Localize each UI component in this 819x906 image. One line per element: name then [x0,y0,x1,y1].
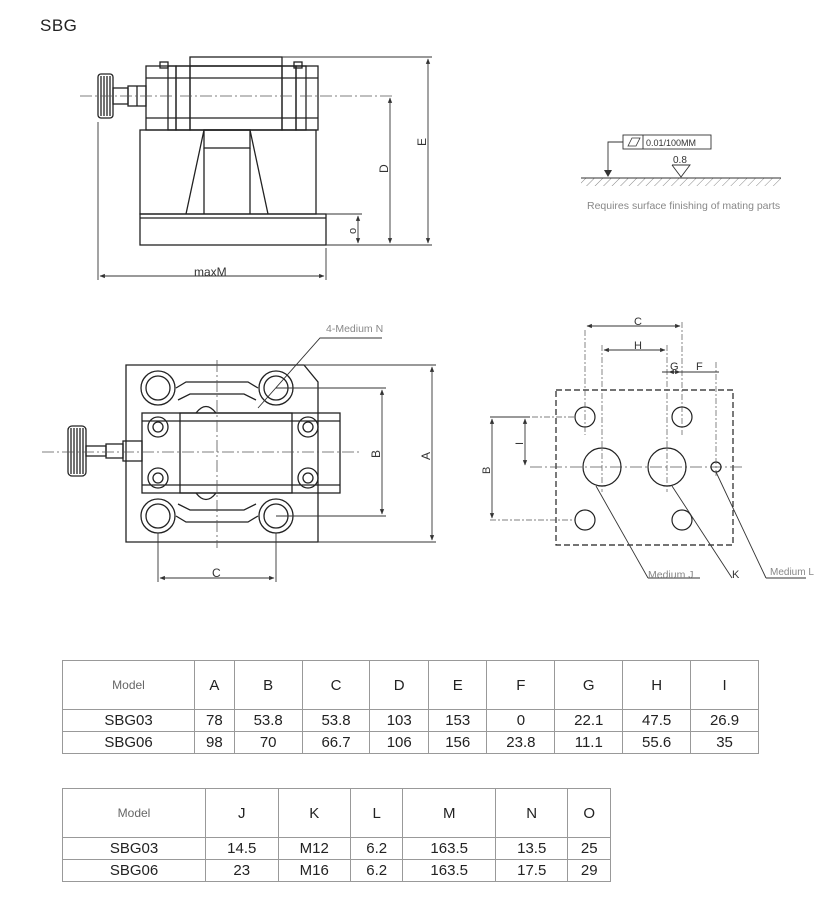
top-view-dimensions [157,337,436,582]
table-cell: M16 [277,859,351,882]
flatness-value: 0.01/100MM [646,138,696,148]
table-cell: 29 [567,859,611,882]
label-medium-j: Medium J [648,569,694,581]
table-cell: 53.8 [301,709,371,732]
table-cell: 47.5 [622,709,692,732]
page-title: SBG [40,16,78,35]
header-f: F [486,660,556,710]
header-o: O [567,788,611,838]
table-cell: 17.5 [494,859,569,882]
pattern-label-i: I [514,442,526,445]
model-cell: SBG03 [62,837,206,860]
header-h: H [622,660,692,710]
header-b: B [233,660,303,710]
dim-label-maxm: maxM [194,265,227,279]
spec-table-2: Model J K L M N O SBG03 14.5 M12 6.2 163… [62,788,611,882]
label-medium-n: 4-Medium N [326,323,383,335]
label-k: K [732,569,740,581]
header-n: N [494,788,569,838]
table-cell: 0 [486,709,556,732]
label-medium-l: Medium L [770,567,814,578]
header-model: Model [62,788,206,838]
table-row: SBG06 98 70 66.7 106 156 23.8 11.1 55.6 … [62,731,759,754]
table-cell: 14.5 [205,837,279,860]
table-cell: 53.8 [233,709,303,732]
header-j: J [205,788,279,838]
table-cell: M12 [277,837,351,860]
surface-note-text: Requires surface finishing of mating par… [587,200,780,212]
table-cell: 35 [690,731,759,754]
model-cell: SBG06 [62,859,206,882]
header-a: A [194,660,235,710]
table-cell: 153 [427,709,488,732]
table-header-row: Model A B C D E F G H I [62,660,759,710]
table-cell: 26.9 [690,709,759,732]
pattern-label-g: G [670,361,679,373]
header-d: D [369,660,429,710]
dim-label-c: C [212,566,221,580]
table-cell: 13.5 [494,837,569,860]
side-view [97,56,327,246]
header-g: G [554,660,624,710]
side-dimensions [97,56,432,280]
header-m: M [402,788,496,838]
roughness-value: 0.8 [673,155,687,166]
table-cell: 156 [427,731,488,754]
pattern-label-b: B [481,467,493,474]
pattern-label-c: C [634,316,642,328]
header-l: L [349,788,404,838]
top-view [67,364,341,543]
header-k: K [277,788,351,838]
table-cell: 106 [369,731,429,754]
pattern-label-f: F [696,361,703,373]
table-cell: 25 [567,837,611,860]
dim-label-o: o [347,228,359,234]
header-c: C [301,660,371,710]
table-cell: 22.1 [554,709,624,732]
dim-label-a: A [419,452,433,460]
header-e: E [427,660,488,710]
table-cell: 6.2 [349,837,404,860]
dim-label-d: D [377,164,391,173]
table-row: SBG03 14.5 M12 6.2 163.5 13.5 25 [62,837,611,860]
mounting-pattern [489,322,806,579]
table-cell: 103 [369,709,429,732]
table-header-row: Model J K L M N O [62,788,611,838]
model-cell: SBG06 [62,731,195,754]
table-cell: 11.1 [554,731,624,754]
surface-note [581,134,781,186]
table-cell: 23.8 [486,731,556,754]
table-cell: 78 [194,709,235,732]
dim-label-e: E [415,138,429,146]
dim-label-b: B [369,450,383,458]
table-cell: 70 [233,731,303,754]
technical-drawing: maxM D E o 0.01/100MM 0.8 Requires surfa… [42,56,814,582]
header-model: Model [62,660,195,710]
table-cell: 163.5 [402,837,496,860]
table-row: SBG06 23 M16 6.2 163.5 17.5 29 [62,859,611,882]
table-cell: 163.5 [402,859,496,882]
table-cell: 55.6 [622,731,692,754]
header-i: I [690,660,759,710]
table-cell: 66.7 [301,731,371,754]
table-cell: 6.2 [349,859,404,882]
table-cell: 23 [205,859,279,882]
table-cell: 98 [194,731,235,754]
model-cell: SBG03 [62,709,195,732]
pattern-label-h: H [634,340,642,352]
spec-table-1: Model A B C D E F G H I SBG03 78 53.8 53… [62,660,759,754]
table-row: SBG03 78 53.8 53.8 103 153 0 22.1 47.5 2… [62,709,759,732]
